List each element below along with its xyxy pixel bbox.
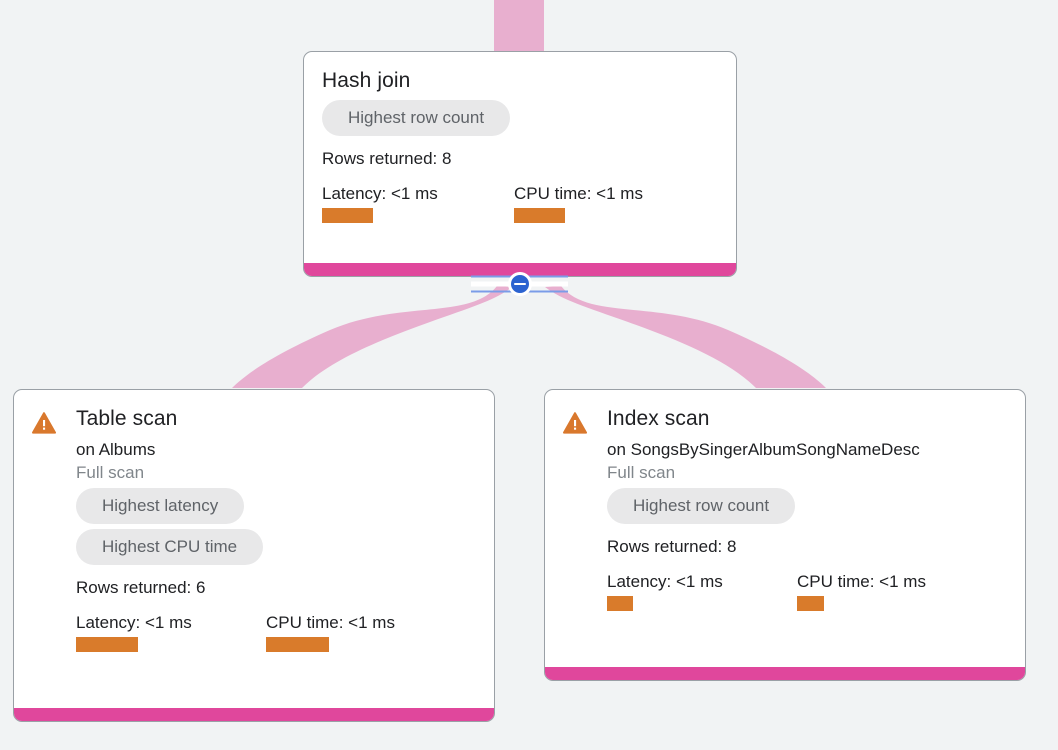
node-content: Table scan on Albums Full scan Highest l… xyxy=(76,406,476,652)
metric-latency-bar xyxy=(322,208,373,223)
edge-hash-join-to-index-scan xyxy=(545,286,826,388)
edge-parent-to-hash-join xyxy=(494,0,544,52)
node-scan-type: Full scan xyxy=(76,463,145,482)
node-body: Table scan on Albums Full scan Highest l… xyxy=(14,390,494,662)
node-chips: Highest latency Highest CPU time xyxy=(76,488,476,570)
metric-cpu-time-bar xyxy=(797,596,824,611)
metric-cpu-time-label: CPU time: <1 ms xyxy=(266,613,395,632)
node-chips: Highest row count xyxy=(322,100,718,141)
node-rows-returned: Rows returned: 8 xyxy=(322,149,452,168)
node-chips: Highest row count xyxy=(607,488,1007,529)
node-subtitle: on Albums xyxy=(76,440,156,459)
metric-latency-bar xyxy=(607,596,633,611)
chip-highest-latency: Highest latency xyxy=(76,488,245,524)
collapse-toggle-group[interactable] xyxy=(471,272,568,296)
minus-icon xyxy=(513,282,526,286)
node-body: Hash join Highest row count Rows returne… xyxy=(304,52,736,233)
node-scan-type: Full scan xyxy=(607,463,676,482)
metric-cpu-time-label: CPU time: <1 ms xyxy=(514,184,643,203)
metric-latency: Latency: <1 ms xyxy=(322,183,514,223)
metric-cpu-time-bar xyxy=(514,208,565,223)
plan-node-index-scan[interactable]: Index scan on SongsBySingerAlbumSongName… xyxy=(544,389,1026,681)
node-metrics: Latency: <1 ms CPU time: <1 ms xyxy=(322,183,718,223)
metric-cpu-time: CPU time: <1 ms xyxy=(797,571,926,611)
warning-triangle-icon xyxy=(563,412,587,434)
node-warning-slot xyxy=(563,406,607,434)
collapse-children-button[interactable] xyxy=(507,272,532,296)
metric-latency-label: Latency: <1 ms xyxy=(322,184,438,203)
chip-highest-row-count: Highest row count xyxy=(607,488,796,524)
chip-highest-cpu-time: Highest CPU time xyxy=(76,529,264,565)
warning-triangle-icon xyxy=(32,412,56,434)
metric-cpu-time-bar xyxy=(266,637,329,652)
metric-cpu-time: CPU time: <1 ms xyxy=(514,183,643,223)
node-warning-slot xyxy=(32,406,76,434)
node-subtitle: on SongsBySingerAlbumSongNameDesc xyxy=(607,440,920,459)
metric-latency-label: Latency: <1 ms xyxy=(76,613,192,632)
metric-latency-label: Latency: <1 ms xyxy=(607,572,723,591)
edge-hash-join-to-table-scan xyxy=(232,286,512,388)
node-rows-returned: Rows returned: 8 xyxy=(607,537,737,556)
node-footer-bar xyxy=(14,708,494,721)
node-title: Table scan xyxy=(76,407,178,430)
metric-latency-bar xyxy=(76,637,138,652)
node-title: Index scan xyxy=(607,407,710,430)
metric-latency: Latency: <1 ms xyxy=(607,571,797,611)
node-content: Hash join Highest row count Rows returne… xyxy=(322,68,718,223)
metric-latency: Latency: <1 ms xyxy=(76,612,266,652)
node-metrics: Latency: <1 ms CPU time: <1 ms xyxy=(607,571,1007,611)
node-body: Index scan on SongsBySingerAlbumSongName… xyxy=(545,390,1025,621)
node-content: Index scan on SongsBySingerAlbumSongName… xyxy=(607,406,1007,611)
chip-highest-row-count: Highest row count xyxy=(322,100,511,136)
plan-node-hash-join[interactable]: Hash join Highest row count Rows returne… xyxy=(303,51,737,277)
metric-cpu-time-label: CPU time: <1 ms xyxy=(797,572,926,591)
plan-node-table-scan[interactable]: Table scan on Albums Full scan Highest l… xyxy=(13,389,495,722)
node-metrics: Latency: <1 ms CPU time: <1 ms xyxy=(76,612,476,652)
metric-cpu-time: CPU time: <1 ms xyxy=(266,612,395,652)
node-title: Hash join xyxy=(322,69,411,92)
node-rows-returned: Rows returned: 6 xyxy=(76,578,206,597)
node-footer-bar xyxy=(304,263,736,276)
node-footer-bar xyxy=(545,667,1025,680)
